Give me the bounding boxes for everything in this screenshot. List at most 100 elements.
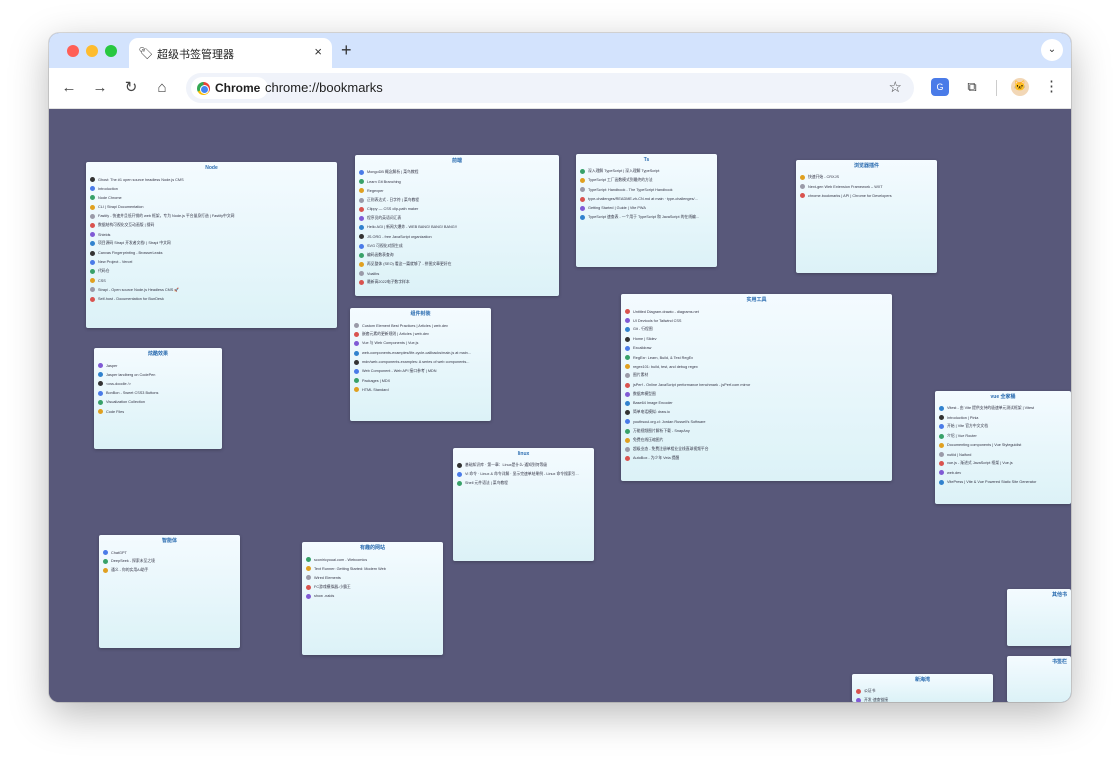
tab-bookmarks-manager[interactable]: 🏷 超级书签管理器 × bbox=[129, 38, 332, 68]
bookmark-item[interactable]: sconiricyouai.com - Webcomics bbox=[306, 555, 439, 564]
folder-card[interactable]: 书签栏 bbox=[1007, 656, 1071, 702]
bookmark-item[interactable]: Packages | MDX bbox=[354, 376, 487, 385]
bookmark-item[interactable]: UI Devtools for Tailwind CSS bbox=[625, 316, 888, 325]
bookmark-item[interactable]: 再见整体 (SEO) 看这一篇就够了 - 拼图文章更好在 bbox=[359, 260, 555, 269]
bookmark-item[interactable]: Git - 行程图 bbox=[625, 325, 888, 334]
bookmark-item[interactable]: Self-host - Documentation for BunDesk bbox=[90, 294, 333, 303]
bookmark-item[interactable]: Custom Element Best Practices | Articles… bbox=[354, 321, 487, 330]
bookmark-item[interactable]: TypeScript: Handbook - The TypeScript Ha… bbox=[580, 185, 713, 194]
bookmark-item[interactable]: Node Chrome bbox=[90, 193, 333, 202]
bookmark-item[interactable]: Documenting components | Vue Styleguidis… bbox=[939, 441, 1067, 450]
reload-button[interactable]: ↻ bbox=[124, 79, 138, 96]
bookmark-item[interactable]: 数据库模型图 bbox=[625, 390, 888, 399]
bookmark-item[interactable]: CSS bbox=[90, 276, 333, 285]
bookmark-item[interactable]: CLI | Strapi Documentation bbox=[90, 203, 333, 212]
bookmark-item[interactable]: 通义 - 你的实用AI助手 bbox=[103, 566, 236, 575]
bookmark-item[interactable]: 快速开始 - CRXJS bbox=[800, 173, 933, 182]
bookmark-item[interactable]: Text Runner: Getting Started: Modern Web bbox=[306, 564, 439, 573]
folder-card[interactable]: 其他书 bbox=[1007, 589, 1071, 646]
bookmark-item[interactable]: AutoBox - 为少年 Vela 提醒 bbox=[625, 454, 888, 463]
bookmark-item[interactable]: web.dev bbox=[939, 468, 1067, 477]
bookmark-item[interactable]: 代码仓 bbox=[90, 267, 333, 276]
bookmark-item[interactable]: Next-gen Web Extension Framework – WXT bbox=[800, 182, 933, 191]
tab-search-button[interactable]: ⌄ bbox=[1041, 39, 1063, 61]
bookmark-item[interactable]: Strapi - Open source Node.js Headless CM… bbox=[90, 285, 333, 294]
bookmark-item[interactable]: show -naids bbox=[306, 592, 439, 601]
bookmark-item[interactable]: JS.ORG - free JavaScript organization bbox=[359, 232, 555, 241]
bookmark-item[interactable]: jsPerf - Online JavaScript performance b… bbox=[625, 381, 888, 390]
forward-button[interactable]: → bbox=[92, 79, 108, 96]
bookmark-item[interactable]: Vitest - 由 Vite 提供支持的极速单元测试框架 | Vitest bbox=[939, 404, 1067, 413]
bookmark-item[interactable]: Vue 与 Web Components | Vue.js bbox=[354, 339, 487, 348]
bookmark-item[interactable]: 超级业态 - 免费注册单相业全线直球视频平台 bbox=[625, 445, 888, 454]
bookmark-item[interactable]: 项目源码 Strapi 开发者文档! | Strapi 中文网 bbox=[90, 239, 333, 248]
bookmark-item[interactable]: 图片素材 bbox=[625, 371, 888, 380]
bookmark-item[interactable]: SVG 可视化对照生成 bbox=[359, 242, 555, 251]
bookmark-item[interactable]: Fastify - 快速并且低开销的 web 框架，专为 Node.js 平台量… bbox=[90, 212, 333, 221]
url-text[interactable]: chrome://bookmarks bbox=[265, 80, 383, 95]
bookmark-item[interactable]: 程序员的英语词汇表 bbox=[359, 214, 555, 223]
minimize-window-button[interactable] bbox=[86, 45, 98, 57]
bookmark-item[interactable]: mdn/web-components-examples: A series of… bbox=[354, 358, 487, 367]
bookmark-item[interactable]: Shell 元件语法 | 菜鸟教程 bbox=[457, 479, 590, 488]
folder-card[interactable]: 新海湾 公证书开发·速查链接 bbox=[852, 674, 993, 702]
folder-card[interactable]: 实用工具 Untitled Diagram.drawio - diagrams.… bbox=[621, 294, 892, 481]
bookmark-item[interactable]: Learn Git Branching bbox=[359, 177, 555, 186]
bookmark-item[interactable]: regex101: build, test, and debug regex bbox=[625, 362, 888, 371]
bookmark-item[interactable]: Introduction | Pinia bbox=[939, 413, 1067, 422]
bookmark-item[interactable]: Base64 Image Encoder bbox=[625, 399, 888, 408]
bookmark-item[interactable]: 正则表达式 - 日字符 | 菜鸟教程 bbox=[359, 196, 555, 205]
bookmark-item[interactable]: 万能视频图片解析下载 - SnapAny bbox=[625, 426, 888, 435]
bookmark-item[interactable]: 开始 | Vite 官方中文文档 bbox=[939, 422, 1067, 431]
bookmark-item[interactable]: Hello AGI | 新闻大爆炸 - WEB BANG! BANG! BANG… bbox=[359, 223, 555, 232]
bookmark-item[interactable]: FC游戏模拟器-小霸王 bbox=[306, 583, 439, 592]
folder-card[interactable]: vue 全家桶 Vitest - 由 Vite 提供支持的极速单元测试框架 | … bbox=[935, 391, 1071, 504]
maximize-window-button[interactable] bbox=[105, 45, 117, 57]
bookmark-item[interactable]: 介绍 | Vue Router bbox=[939, 432, 1067, 441]
address-bar[interactable]: Chrome chrome://bookmarks ☆ bbox=[186, 73, 914, 103]
bookmark-item[interactable]: Regexper bbox=[359, 186, 555, 195]
bookmark-item[interactable]: 嵌套元素的更新规则 | Articles | web.dev bbox=[354, 330, 487, 339]
bookmark-item[interactable]: chrome.bookmarks | API | Chrome for Deve… bbox=[800, 191, 933, 200]
bookmark-item[interactable]: Web Component - Web API 接口参考 | MDN bbox=[354, 367, 487, 376]
bookmark-item[interactable]: nutiid | Naiford bbox=[939, 450, 1067, 459]
bookmark-item[interactable]: 免费在线压缩图片 bbox=[625, 436, 888, 445]
bookmark-item[interactable]: Home | Slidev bbox=[625, 335, 888, 344]
close-window-button[interactable] bbox=[67, 45, 79, 57]
folder-card[interactable]: Node Ghost: The #1 open source headless … bbox=[86, 162, 337, 328]
bookmark-item[interactable]: 最新高2022电子数字样本 bbox=[359, 278, 555, 287]
bookmark-item[interactable]: Jasper landberg on CodePen bbox=[98, 370, 218, 379]
bookmark-item[interactable]: Canvas Fingerprinting - BrowserLeaks bbox=[90, 249, 333, 258]
bookmark-item[interactable]: Vi 命令 · Linux & 命令详解 · 显示完速单结果例 - Linux … bbox=[457, 470, 590, 479]
bookmark-item[interactable]: DeepSeek - 探索未至之境 bbox=[103, 557, 236, 566]
bookmark-item[interactable]: 简单电话模拟: draw.io bbox=[625, 408, 888, 417]
bookmark-item[interactable]: Visualization Collection bbox=[98, 398, 218, 407]
bookmark-item[interactable]: 数据结构可视化交互动画版 | 搜码 bbox=[90, 221, 333, 230]
folder-card[interactable]: 组件封装 Custom Element Best Practices | Art… bbox=[350, 308, 491, 421]
bookmark-item[interactable]: Jasper bbox=[98, 361, 218, 370]
bookmark-item[interactable]: New Project - Vercel bbox=[90, 258, 333, 267]
bookmark-item[interactable]: Untitled Diagram.drawio - diagrams.net bbox=[625, 307, 888, 316]
bookmark-item[interactable]: Clippy — CSS clip-path maker bbox=[359, 205, 555, 214]
home-button[interactable]: ⌂ bbox=[157, 79, 167, 96]
bookmark-item[interactable]: HTML Standard bbox=[354, 385, 487, 394]
bookmark-item[interactable]: Wired Elements bbox=[306, 573, 439, 582]
browser-menu-icon[interactable]: ⋮ bbox=[1044, 78, 1059, 95]
site-info-chip[interactable]: Chrome bbox=[191, 77, 269, 99]
bookmark-item[interactable]: 基础知识库 · 第一章：Linux是什么·通知到何等级 bbox=[457, 461, 590, 470]
extensions-puzzle-icon[interactable]: ⧉ bbox=[967, 79, 977, 94]
bookmark-item[interactable]: VitePress | Vite & Vue Powered Static Si… bbox=[939, 478, 1067, 487]
bookmark-item[interactable]: 开发·速查链接 bbox=[856, 696, 989, 702]
bookmark-item[interactable]: RegExr: Learn, Build, & Test RegEx bbox=[625, 353, 888, 362]
bookmark-item[interactable]: type-challenges/README.zh-CN.md at main … bbox=[580, 195, 713, 204]
bookmark-item[interactable]: web-components-examples/life-cycle-callb… bbox=[354, 349, 487, 358]
bookmark-item[interactable]: Voalibs bbox=[359, 269, 555, 278]
tab-close-button[interactable]: × bbox=[314, 44, 322, 59]
back-button[interactable]: ← bbox=[61, 79, 77, 96]
